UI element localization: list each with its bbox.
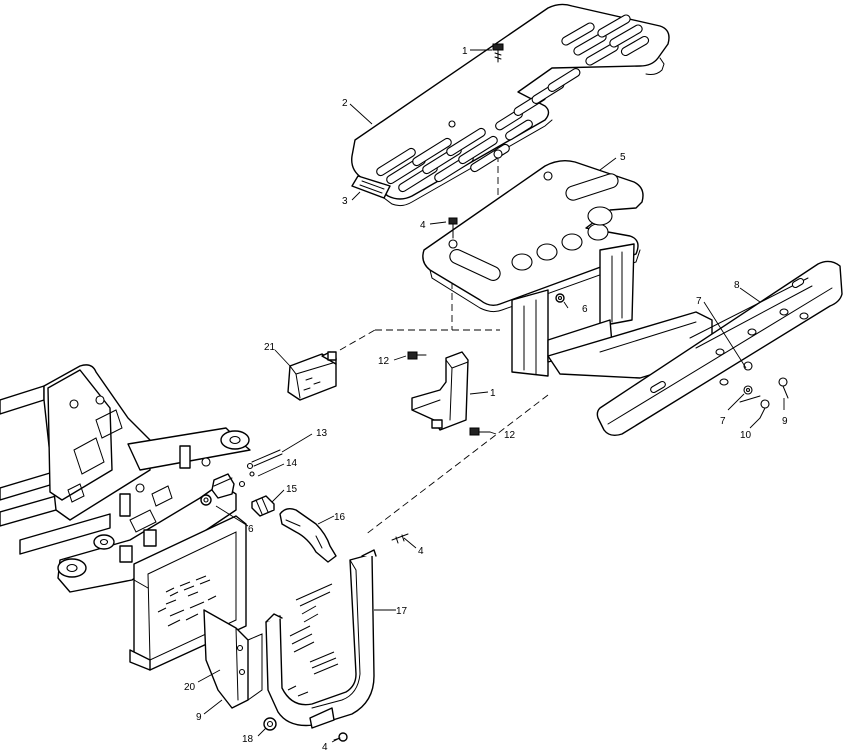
bumper-fasteners — [739, 361, 789, 419]
rear-bumper — [596, 260, 843, 437]
leader-lines — [197, 49, 785, 743]
bolt-4-bottom — [333, 732, 348, 742]
callout-10: 10 — [740, 430, 752, 441]
screw-12-upper — [407, 351, 427, 360]
nut-6-lower — [200, 494, 212, 506]
callout-1-bracket: 1 — [490, 388, 496, 399]
callout-21: 21 — [264, 342, 276, 353]
nut-part-6-top — [555, 293, 565, 303]
callout-6-top: 6 — [582, 304, 588, 315]
callout-16: 16 — [334, 512, 346, 523]
bolt-1-top — [492, 43, 504, 63]
callout-17: 17 — [396, 606, 408, 617]
bolt-4-middle — [391, 533, 409, 544]
callout-6-lower: 6 — [248, 524, 254, 535]
callout-8: 8 — [734, 280, 740, 291]
cooler-label — [157, 575, 217, 627]
callout-14: 14 — [286, 458, 298, 469]
taillight-bracket — [411, 351, 469, 431]
hose-16 — [279, 507, 337, 563]
bushing-15 — [251, 495, 275, 517]
callout-12-upper: 12 — [378, 356, 390, 367]
callout-20: 20 — [184, 682, 196, 693]
callout-15: 15 — [286, 484, 298, 495]
pin-13 — [246, 449, 283, 470]
callout-13: 13 — [316, 428, 328, 439]
top-rack-plate — [351, 3, 670, 207]
callout-9-right: 9 — [782, 416, 788, 427]
callout-1-top: 1 — [462, 46, 468, 57]
callout-18: 18 — [242, 734, 254, 745]
clip-14 — [211, 471, 255, 499]
u-bracket-17 — [265, 549, 377, 729]
callout-4-bottom: 4 — [322, 742, 328, 753]
screw-12-lower — [469, 427, 491, 436]
bolt-4-upper — [448, 217, 458, 239]
callout-3: 3 — [342, 196, 348, 207]
callout-5: 5 — [620, 152, 626, 163]
bracket-stripes — [287, 583, 339, 697]
nut-18 — [263, 717, 277, 731]
rack-support — [422, 159, 644, 377]
callout-2: 2 — [342, 98, 348, 109]
callout-7-lower: 7 — [720, 416, 726, 427]
callout-12-lower: 12 — [504, 430, 516, 441]
pad-part-3 — [351, 175, 391, 199]
callout-4-middle: 4 — [418, 546, 424, 557]
taillight — [287, 351, 337, 401]
callout-9-left: 9 — [196, 712, 202, 723]
callout-7-upper: 7 — [696, 296, 702, 307]
side-panel-20 — [203, 609, 263, 709]
callout-labels: 1 2 3 4 5 6 7 8 21 12 1 12 7 9 10 13 14 … — [184, 46, 788, 753]
callout-4-upper: 4 — [420, 220, 426, 231]
